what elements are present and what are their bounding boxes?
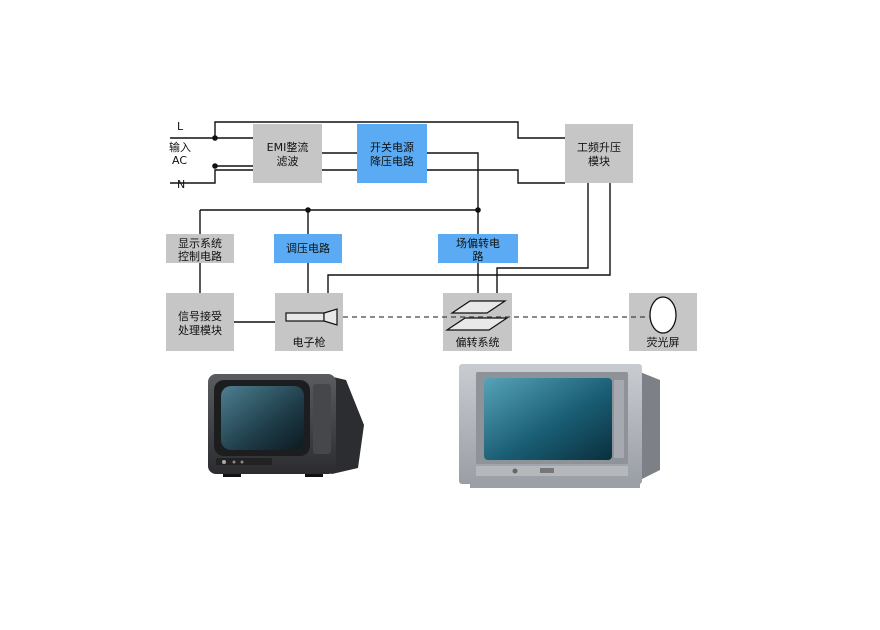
block-electron-gun: 电子枪	[275, 293, 343, 351]
block-freq-boost-line2: 模块	[588, 155, 610, 168]
block-signal-rx-line2: 处理模块	[178, 324, 222, 337]
block-field-deflect-line2: 路	[473, 250, 484, 263]
block-screen: 荧光屏	[629, 293, 697, 351]
block-display-ctrl-line1: 显示系统	[178, 237, 222, 250]
block-voltage-reg-line1: 调压电路	[286, 242, 330, 255]
wire-boost-to-gun	[327, 183, 611, 293]
block-freq-boost: 工频升压 模块	[565, 124, 633, 183]
wire-psu-output	[427, 152, 479, 235]
block-screen-label: 荧光屏	[647, 335, 680, 349]
junction-dot	[305, 207, 311, 213]
electron-gun-icon	[285, 312, 325, 322]
deflection-plate-icon	[450, 300, 507, 314]
dark-crt-tv-image	[208, 374, 364, 477]
wire-boost-to-deflect	[496, 183, 589, 293]
block-deflection-sys: 偏转系统	[443, 293, 512, 351]
label-l: L	[177, 120, 184, 133]
block-deflection-sys-label: 偏转系统	[456, 335, 500, 349]
junction-dot	[475, 207, 481, 213]
block-freq-boost-line1: 工频升压	[577, 140, 621, 154]
block-emi: EMI整流 滤波	[253, 124, 322, 183]
block-field-deflect: 场偏转电 路	[438, 234, 518, 263]
silver-crt-tv-image	[459, 364, 660, 488]
label-input: 输入	[169, 140, 191, 154]
label-ac: AC	[172, 154, 187, 167]
wire-l-line	[170, 121, 565, 139]
block-emi-line2: 滤波	[277, 155, 299, 168]
block-switch-psu-line1: 开关电源	[370, 140, 414, 154]
junction-dot	[212, 163, 218, 169]
block-field-deflect-line1: 场偏转电	[456, 236, 500, 250]
junction-dot	[212, 135, 218, 141]
block-electron-gun-label: 电子枪	[293, 335, 326, 349]
block-signal-rx-line1: 信号接受	[178, 310, 222, 323]
screen-icon	[649, 296, 677, 334]
deflection-plate-icon	[445, 317, 509, 331]
block-signal-rx: 信号接受 处理模块	[166, 293, 234, 351]
block-switch-psu-line2: 降压电路	[370, 154, 414, 168]
block-voltage-reg: 调压电路	[274, 234, 342, 263]
block-display-ctrl-line2: 控制电路	[178, 249, 222, 263]
label-n: N	[177, 178, 185, 191]
block-emi-line1: EMI整流	[267, 140, 309, 154]
wiring	[170, 121, 611, 323]
block-switch-psu: 开关电源 降压电路	[357, 124, 427, 183]
block-display-ctrl: 显示系统 控制电路	[166, 234, 234, 263]
